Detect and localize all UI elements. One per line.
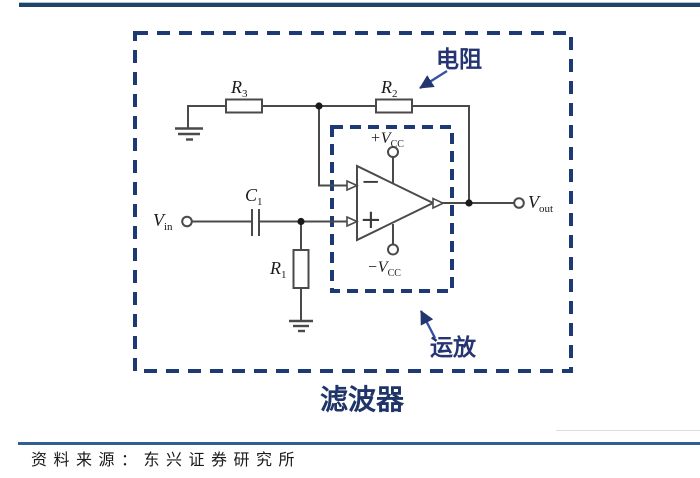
label-r1-base: R bbox=[270, 258, 281, 278]
resistor-annotation-label: 电阻 bbox=[436, 46, 482, 72]
inverting-input-arrow-icon bbox=[346, 179, 359, 192]
resistor-annotation-arrow-icon bbox=[419, 69, 448, 90]
label-vin-base: V bbox=[153, 210, 164, 230]
filter-dashed-box bbox=[133, 31, 573, 373]
vout-terminal bbox=[513, 197, 525, 209]
resistor-r3-body bbox=[225, 98, 263, 114]
label-c1-sub: 1 bbox=[257, 196, 263, 208]
label-vout-base: V bbox=[528, 192, 539, 212]
top-rule bbox=[19, 2, 700, 7]
label-c1-base: C bbox=[245, 185, 258, 205]
label-vcc-neg-base: −V bbox=[367, 259, 388, 276]
noninverting-input-arrow-icon bbox=[346, 215, 359, 228]
opamp-annotation-arrow-icon bbox=[419, 310, 437, 339]
label-r2: R2 bbox=[381, 78, 398, 100]
opamp-noninverting-sign: + bbox=[360, 205, 382, 235]
circuit-diagram-svg bbox=[133, 31, 573, 373]
output-arrow-icon bbox=[432, 197, 445, 210]
wire-r2-output bbox=[412, 105, 470, 203]
opamp-inverting-sign: − bbox=[361, 169, 381, 195]
ground-icon-left bbox=[175, 127, 203, 141]
circuit-wires bbox=[175, 98, 525, 333]
label-vin-sub: in bbox=[164, 221, 173, 233]
junction-dot-top bbox=[315, 102, 323, 110]
junction-dot-output bbox=[465, 199, 473, 207]
opamp-dashed-box bbox=[330, 125, 454, 293]
bottom-rule bbox=[18, 442, 700, 445]
wire-feedback bbox=[318, 106, 347, 187]
label-r3-sub: 3 bbox=[242, 88, 248, 100]
label-r3: R3 bbox=[231, 78, 248, 100]
vcc-neg-terminal bbox=[387, 243, 399, 256]
label-c1: C1 bbox=[245, 186, 263, 208]
junction-dots bbox=[297, 102, 473, 226]
faint-divider bbox=[556, 430, 700, 431]
label-vcc-pos: +VCC bbox=[370, 131, 404, 150]
wire-ground-to-r3 bbox=[187, 105, 226, 128]
label-r2-base: R bbox=[381, 77, 392, 97]
label-vcc-neg: −VCC bbox=[367, 260, 401, 279]
label-vout: Vout bbox=[528, 193, 553, 215]
filter-title: 滤波器 bbox=[320, 384, 405, 415]
label-vout-sub: out bbox=[539, 203, 554, 215]
label-r3-base: R bbox=[231, 77, 242, 97]
ground-icon-bottom bbox=[289, 319, 313, 333]
label-vcc-pos-sub: CC bbox=[390, 139, 404, 150]
label-vin: Vin bbox=[153, 211, 173, 233]
vcc-pos-terminal bbox=[387, 146, 399, 158]
source-note: 资料来源：东兴证券研究所 bbox=[31, 452, 302, 469]
junction-dot-input bbox=[297, 217, 305, 226]
resistor-r2-body bbox=[375, 98, 413, 114]
resistor-r1-body bbox=[292, 249, 310, 289]
label-r1: R1 bbox=[270, 259, 287, 281]
opamp-triangle bbox=[356, 164, 436, 242]
label-vcc-pos-base: +V bbox=[370, 130, 391, 147]
label-r1-sub: 1 bbox=[281, 269, 287, 281]
vin-terminal bbox=[181, 215, 193, 228]
label-vcc-neg-sub: CC bbox=[387, 268, 401, 279]
opamp-annotation-label: 运放 bbox=[430, 334, 476, 360]
label-r2-sub: 2 bbox=[392, 88, 398, 100]
